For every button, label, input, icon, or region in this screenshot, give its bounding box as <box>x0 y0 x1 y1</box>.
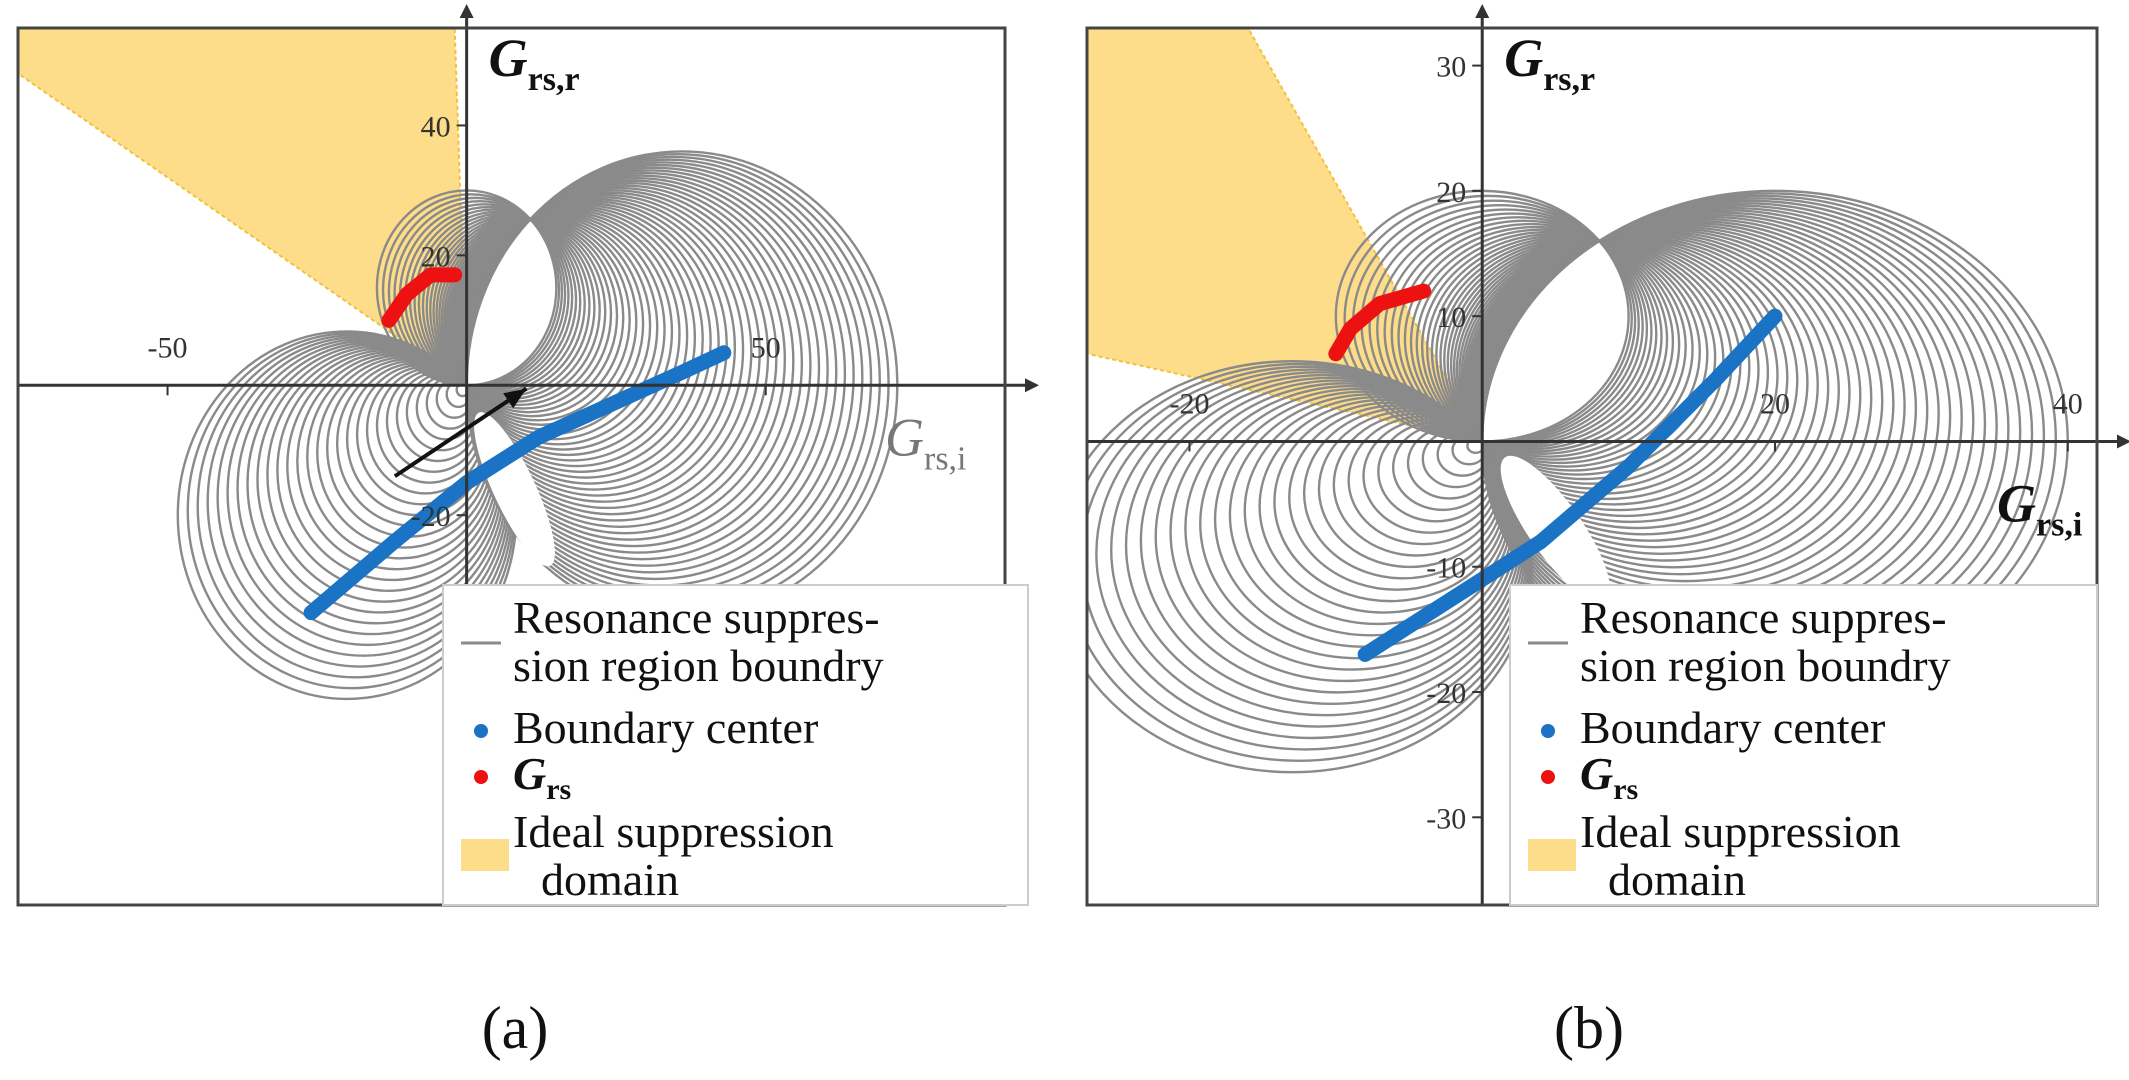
boundary-center-curve <box>1357 308 1783 662</box>
legend-red-dot <box>1541 770 1555 784</box>
legend-label: Boundary center <box>513 702 818 753</box>
panel-caption: (a) <box>482 995 549 1061</box>
x-tick-label: 50 <box>751 331 781 364</box>
legend-label-sub: rs <box>1613 773 1638 806</box>
direction-arrow <box>393 386 528 478</box>
y-axis-label-sub: rs,r <box>528 61 580 98</box>
y-tick-label: -10 <box>1426 552 1466 585</box>
legend-label: Grs <box>1580 748 1638 806</box>
x-axis-label: Grs,i <box>885 407 967 477</box>
legend-label-main: G <box>513 748 546 799</box>
g-rs-curve <box>381 267 463 328</box>
x-tick-label: 40 <box>2053 387 2083 420</box>
y-tick-label: -30 <box>1426 802 1466 835</box>
ideal-suppression-domain <box>18 28 468 388</box>
boundary-circle-upper <box>1409 228 1675 455</box>
boundary-circle-upper <box>1469 233 1830 542</box>
legend-label-main: G <box>1580 748 1613 799</box>
y-tick-label: 40 <box>421 110 451 143</box>
legend: Resonance suppres-sion region boundryBou… <box>1509 584 2098 906</box>
boundary-circle-upper <box>1376 212 1649 446</box>
legend-label: domain <box>541 854 679 905</box>
boundary-circle-upper <box>1430 236 1701 468</box>
legend: Resonance suppres-sion region boundryBou… <box>442 584 1029 906</box>
x-tick-label: 20 <box>1760 387 1790 420</box>
boundary-circle-upper <box>1390 219 1658 449</box>
y-axis-label: Grs,r <box>489 28 580 98</box>
y-axis-label-main: G <box>1504 28 1543 88</box>
legend-label: Resonance suppres- <box>1580 592 1947 643</box>
x-tick-label: -20 <box>1169 387 1209 420</box>
x-axis-label-sub: rs,i <box>2036 506 2082 543</box>
x-axis-label-main: G <box>1997 473 2036 533</box>
boundary-circle-upper <box>413 210 582 393</box>
x-axis-label: Grs,i <box>1997 473 2082 543</box>
y-tick-label: 30 <box>1436 51 1466 84</box>
plot-area <box>18 28 899 701</box>
y-tick-label: -20 <box>1426 677 1466 710</box>
x-axis-arrowhead <box>1025 378 1039 393</box>
plot-area <box>1087 28 2069 774</box>
y-axis-label: Grs,r <box>1504 28 1595 98</box>
legend-box <box>1509 584 2098 906</box>
y-tick-label: -20 <box>411 500 451 533</box>
boundary-circle-upper <box>1403 225 1669 453</box>
x-axis-label-sub: rs,i <box>924 440 967 477</box>
unshaded-region <box>474 412 555 567</box>
boundary-circle-upper <box>1383 216 1653 447</box>
legend-label: sion region boundry <box>513 640 884 691</box>
y-tick-label: 20 <box>1436 176 1466 209</box>
ideal-suppression-domain <box>1087 28 1485 443</box>
legend-patch-swatch <box>1528 839 1576 871</box>
panel-caption: (b) <box>1554 995 1624 1061</box>
legend-blue-dot <box>474 724 488 738</box>
x-axis-arrowhead <box>2117 434 2129 449</box>
boundary-center-curve <box>303 345 732 621</box>
y-tick-label: 10 <box>1436 301 1466 334</box>
boundary-circle-upper <box>1420 232 1687 461</box>
legend-label: Ideal suppression <box>513 806 834 857</box>
legend-label: domain <box>1608 854 1746 905</box>
y-axis-arrowhead <box>1475 4 1490 18</box>
boundary-circle-upper-group <box>1334 189 2069 694</box>
y-axis-label-sub: rs,r <box>1543 61 1595 98</box>
legend-red-dot <box>474 770 488 784</box>
boundary-circle-upper <box>1415 230 1681 458</box>
legend-label: Ideal suppression <box>1580 806 1901 857</box>
boundary-circle-upper <box>453 212 674 451</box>
legend-label: Resonance suppres- <box>513 592 880 643</box>
legend-box <box>442 584 1029 906</box>
y-tick-label: 20 <box>421 240 451 273</box>
boundary-circle-upper <box>1426 234 1694 465</box>
boundary-circle-upper <box>1397 222 1663 451</box>
direction-arrowhead <box>503 388 527 409</box>
legend-label: sion region boundry <box>1580 640 1951 691</box>
legend-label: Boundary center <box>1580 702 1885 753</box>
x-tick-label: -50 <box>148 331 188 364</box>
y-axis-arrowhead <box>459 4 474 18</box>
legend-label-sub: rs <box>546 773 571 806</box>
y-axis-label-main: G <box>489 28 528 88</box>
legend-label: Grs <box>513 748 571 806</box>
boundary-circle-upper <box>1471 232 1840 549</box>
boundary-circle-upper <box>417 212 586 395</box>
x-axis-label-main: G <box>885 407 924 467</box>
legend-blue-dot <box>1541 724 1555 738</box>
g-rs-curve <box>1328 283 1432 362</box>
legend-patch-swatch <box>461 839 509 871</box>
